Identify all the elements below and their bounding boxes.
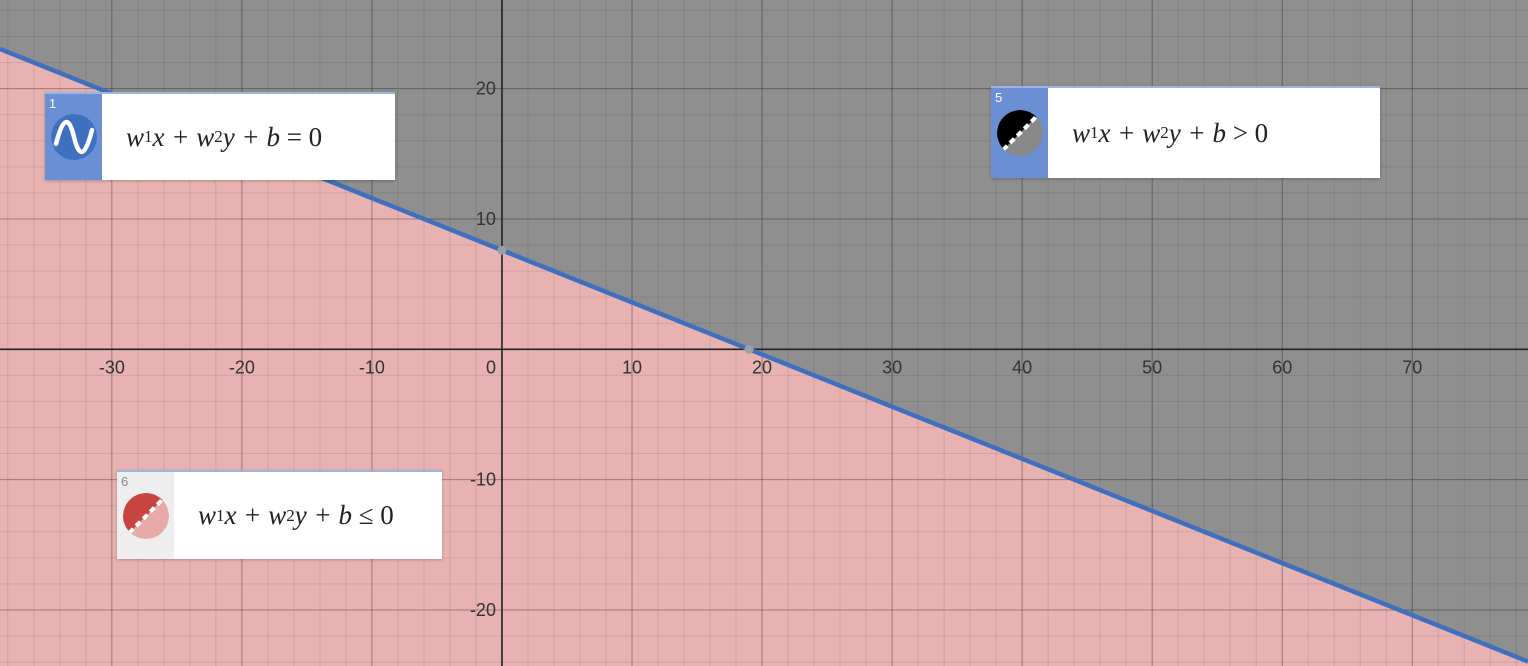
x-tick-label: -10 [359, 357, 385, 377]
expression-tab-5[interactable]: 5 [991, 88, 1048, 178]
x-tick-label: 60 [1272, 357, 1292, 377]
expression-tab-6[interactable]: 6 [117, 472, 174, 559]
x-tick-label: 20 [752, 357, 772, 377]
x-tick-label: -30 [99, 357, 125, 377]
x-tick-label: 30 [882, 357, 902, 377]
expression-tab-1[interactable]: 1 [45, 94, 102, 180]
y-tick-label: -10 [470, 470, 496, 490]
y-tick-label: -20 [470, 600, 496, 620]
shaded-region-red-icon[interactable] [122, 492, 169, 539]
x-tick-label: 70 [1402, 357, 1422, 377]
y-tick-label: 10 [476, 209, 496, 229]
expression-number: 6 [121, 474, 129, 489]
sine-wave-icon[interactable] [50, 114, 97, 160]
tick-labels: -30 -20 -10 0 10 20 30 40 50 60 70 20 10 -10 -20 [99, 79, 1422, 620]
x-intercept-point [744, 344, 754, 354]
x-tick-label: 0 [486, 357, 496, 377]
y-intercept-point [497, 245, 507, 255]
x-tick-label: 10 [622, 357, 642, 377]
x-tick-label: 50 [1142, 357, 1162, 377]
expression-number: 5 [995, 90, 1003, 105]
y-tick-label: 20 [476, 79, 496, 99]
expression-number: 1 [49, 96, 57, 111]
x-tick-label: 40 [1012, 357, 1032, 377]
x-tick-label: -20 [229, 357, 255, 377]
shaded-region-black-icon[interactable] [996, 110, 1043, 156]
